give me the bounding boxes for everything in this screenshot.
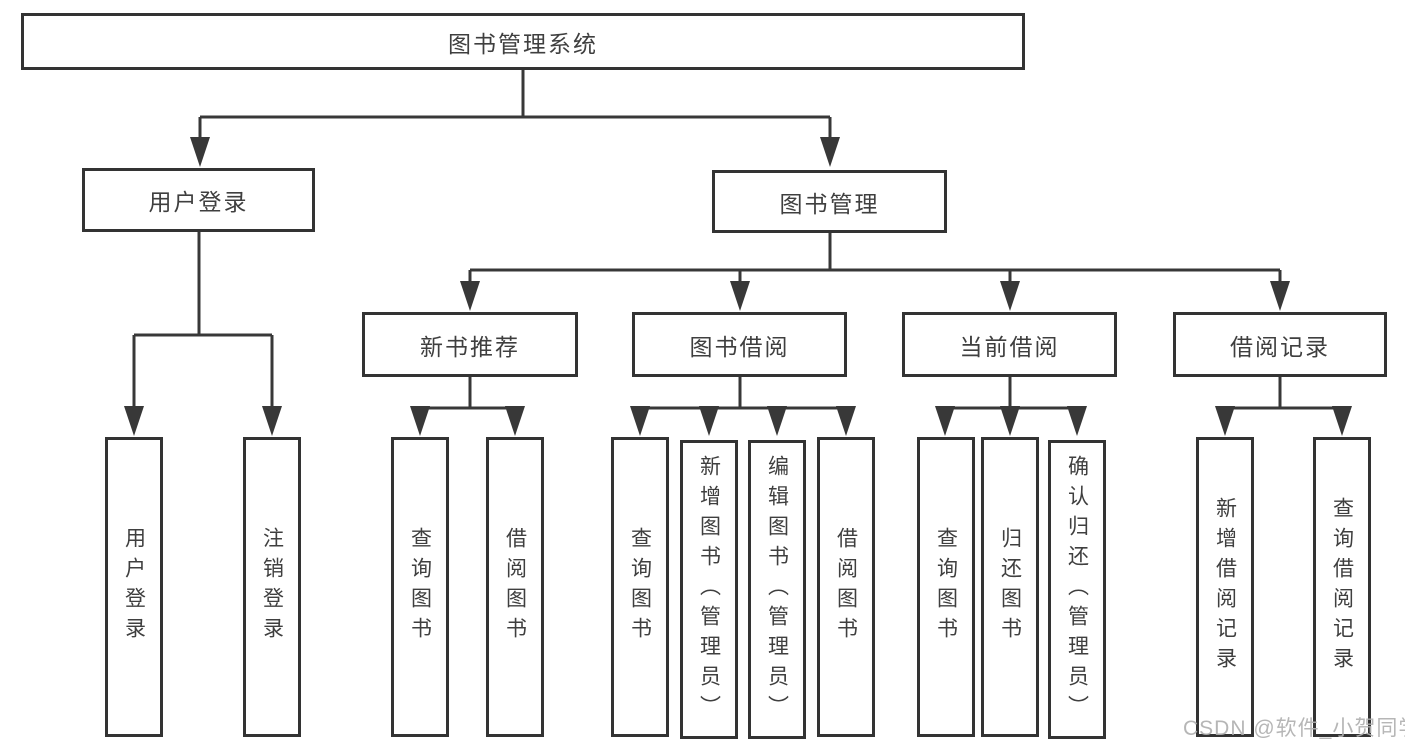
- leaf-label: 查询图书: [408, 527, 432, 647]
- arrowhead: [699, 406, 719, 436]
- arrowhead: [262, 406, 282, 436]
- leaf-query-books-borrowing: 查询图书: [611, 437, 669, 737]
- leaf-borrow-books-borrowing: 借阅图书: [817, 437, 875, 737]
- node-new-book-recommend: 新书推荐: [362, 312, 578, 377]
- leaf-logout: 注销登录: [243, 437, 301, 737]
- arrowhead: [1332, 406, 1352, 436]
- arrowhead: [1067, 406, 1087, 436]
- leaf-borrow-books-recommend: 借阅图书: [486, 437, 544, 737]
- leaf-label: 借阅图书: [503, 527, 527, 647]
- node-user-login: 用户登录: [82, 168, 315, 232]
- leaf-label: 新增借阅记录: [1213, 497, 1237, 677]
- leaf-edit-books-admin: 编辑图书（管理员）: [748, 440, 806, 739]
- leaf-label: 注销登录: [260, 527, 284, 647]
- node-borrow-records: 借阅记录: [1173, 312, 1387, 377]
- arrowhead: [767, 406, 787, 436]
- leaf-query-books-current: 查询图书: [917, 437, 975, 737]
- arrowhead: [935, 406, 955, 436]
- leaf-query-borrow-record: 查询借阅记录: [1313, 437, 1371, 737]
- leaf-label: 查询借阅记录: [1330, 497, 1354, 677]
- arrowhead: [820, 137, 840, 167]
- leaf-return-books: 归还图书: [981, 437, 1039, 737]
- leaf-query-books-recommend: 查询图书: [391, 437, 449, 737]
- leaf-user-login: 用户登录: [105, 437, 163, 737]
- arrowhead: [190, 137, 210, 167]
- arrowhead: [505, 406, 525, 436]
- csdn-watermark: CSDN @软件_小贺同学: [1183, 717, 1405, 740]
- arrowhead: [1000, 281, 1020, 311]
- connector-book-management-branch: [468, 233, 1282, 287]
- arrowhead: [1270, 281, 1290, 311]
- leaf-label: 用户登录: [122, 527, 146, 647]
- leaf-label: 新增图书（管理员）: [697, 454, 721, 725]
- leaf-label: 确认归还（管理员）: [1065, 454, 1089, 725]
- arrowhead: [630, 406, 650, 436]
- node-current-borrowing: 当前借阅: [902, 312, 1117, 377]
- node-book-management: 图书管理: [712, 170, 947, 233]
- leaf-add-borrow-record: 新增借阅记录: [1196, 437, 1254, 737]
- arrowhead: [1215, 406, 1235, 436]
- node-root: 图书管理系统: [21, 13, 1025, 70]
- connector-user-login-branch: [132, 232, 274, 412]
- leaf-label: 借阅图书: [834, 527, 858, 647]
- connector-new-book-branch: [418, 377, 517, 412]
- leaf-label: 查询图书: [934, 527, 958, 647]
- arrowhead: [1000, 406, 1020, 436]
- leaf-add-books-admin: 新增图书（管理员）: [680, 440, 738, 739]
- leaf-confirm-return-admin: 确认归还（管理员）: [1048, 440, 1106, 739]
- connector-root-to-level2: [198, 70, 832, 142]
- leaf-label: 查询图书: [628, 527, 652, 647]
- arrowhead: [836, 406, 856, 436]
- arrowhead: [460, 281, 480, 311]
- arrowhead: [124, 406, 144, 436]
- leaf-label: 编辑图书（管理员）: [765, 454, 789, 725]
- leaf-label: 归还图书: [998, 527, 1022, 647]
- connector-borrow-records-branch: [1223, 377, 1344, 412]
- arrowhead: [730, 281, 750, 311]
- arrowhead: [410, 406, 430, 436]
- node-book-borrowing: 图书借阅: [632, 312, 847, 377]
- connector-book-borrowing-branch: [638, 377, 848, 412]
